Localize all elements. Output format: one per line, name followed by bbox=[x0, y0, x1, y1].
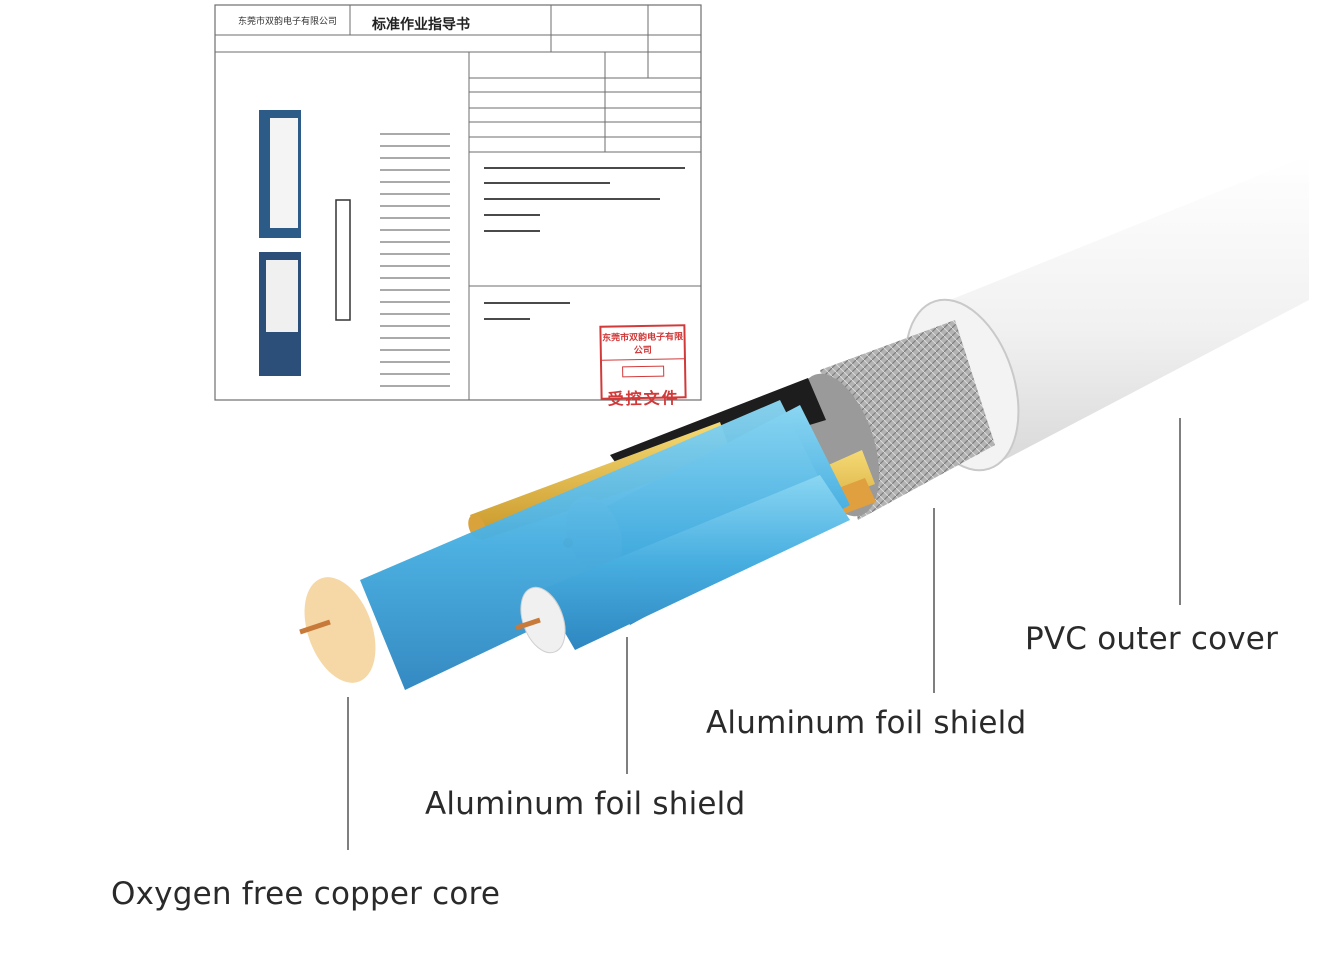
label-oxygen-free-copper-core: Oxygen free copper core bbox=[111, 876, 501, 912]
stamp-box bbox=[622, 365, 665, 378]
stamp-company: 东莞市双韵电子有限公司 bbox=[601, 326, 684, 361]
stamp-label: 受控文件 bbox=[607, 388, 680, 409]
label-aluminum-foil-shield-outer: Aluminum foil shield bbox=[706, 705, 1027, 741]
doc-company: 东莞市双韵电子有限公司 bbox=[238, 17, 338, 27]
inner-conductors bbox=[299, 378, 876, 690]
controlled-document-stamp: 东莞市双韵电子有限公司 受控文件 bbox=[599, 324, 687, 409]
label-aluminum-foil-shield-inner: Aluminum foil shield bbox=[425, 786, 746, 822]
label-pvc-outer-cover: PVC outer cover bbox=[1025, 621, 1279, 657]
doc-title: 标准作业指导书 bbox=[372, 17, 470, 33]
work-instruction-sheet bbox=[214, 4, 702, 401]
leader-lines bbox=[347, 418, 1181, 850]
